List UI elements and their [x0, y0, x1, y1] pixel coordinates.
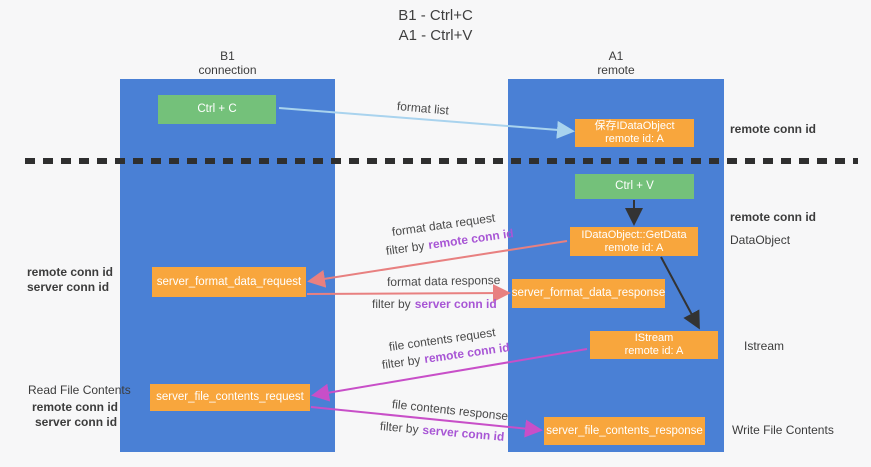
- format-data-response-label: format data response: [386, 273, 501, 289]
- istream-line1: IStream: [634, 332, 674, 344]
- filter-by-text: filter by: [381, 352, 422, 372]
- ctrl-v-box: Ctrl + V: [575, 174, 694, 199]
- lifeline-b1-header: B1 connection: [120, 49, 335, 77]
- idataobject-getdata-line2: remote id: A: [604, 241, 664, 254]
- idataobject-getdata-box: IDataObject::GetData remote id: A: [570, 227, 698, 256]
- istream-box: IStream remote id: A: [590, 331, 718, 359]
- lifeline-a1-name: A1: [608, 49, 624, 63]
- annotation-remote-conn-id-top: remote conn id: [730, 122, 817, 136]
- ctrl-c-label: Ctrl + C: [197, 103, 237, 115]
- server-conn-id-text: server conn id: [414, 297, 497, 311]
- idataobject-getdata-line1: IDataObject::GetData: [581, 228, 687, 241]
- server-file-contents-response-label: server_file_contents_response: [546, 424, 703, 437]
- server-format-data-response-box: server_format_data_response: [512, 279, 665, 308]
- lifeline-b1-name: B1: [220, 49, 235, 63]
- server-file-contents-response-box: server_file_contents_response: [544, 417, 705, 445]
- annotation-left-server-conn-id: server conn id: [27, 280, 110, 294]
- store-idataobject-box: 保存IDataObject remote id: A: [575, 119, 694, 147]
- store-idataobject-line2: remote id: A: [605, 133, 664, 145]
- server-file-contents-request-label: server_file_contents_request: [156, 391, 304, 403]
- file-contents-response-label: file contents response: [391, 397, 509, 424]
- lifeline-b1-role: connection: [198, 63, 257, 77]
- format-list-label: format list: [396, 99, 450, 118]
- server-conn-id-text: server conn id: [421, 422, 505, 444]
- ctrl-c-box: Ctrl + C: [158, 95, 276, 124]
- annotation-istream: Istream: [744, 339, 785, 353]
- annotation-read-file-contents: Read File Contents: [28, 383, 131, 397]
- diagram-title: B1 - Ctrl+C A1 - Ctrl+V: [0, 6, 871, 46]
- ctrl-v-label: Ctrl + V: [615, 180, 654, 192]
- annotation-left-bottom-server-conn-id: server conn id: [35, 415, 118, 429]
- annotation-remote-conn-id-mid: remote conn id: [730, 210, 817, 224]
- annotation-dataobject: DataObject: [730, 233, 791, 247]
- server-format-data-response-label: server_format_data_response: [511, 287, 666, 299]
- lifeline-a1-header: A1 remote: [508, 49, 724, 77]
- filter-by-text: filter by: [372, 297, 411, 311]
- server-format-data-request-label: server_format_data_request: [156, 275, 302, 288]
- filter-by-text: filter by: [379, 419, 420, 437]
- store-idataobject-line1: 保存IDataObject: [594, 120, 675, 132]
- istream-line2: remote id: A: [624, 345, 684, 357]
- annotation-write-file-contents: Write File Contents: [732, 423, 834, 437]
- filter-by-text: filter by: [385, 238, 426, 258]
- arrow-format-data-response: [306, 284, 511, 303]
- lifeline-a1-role: remote: [597, 63, 635, 77]
- annotation-left-remote-conn-id: remote conn id: [27, 265, 114, 279]
- server-format-data-request-box: server_format_data_request: [152, 267, 306, 297]
- title-line-1: B1 - Ctrl+C: [398, 7, 473, 24]
- dashed-divider-line: [25, 158, 858, 164]
- annotation-left-bottom-remote-conn-id: remote conn id: [32, 400, 119, 414]
- server-file-contents-request-box: server_file_contents_request: [150, 384, 310, 411]
- title-line-2: A1 - Ctrl+V: [398, 27, 473, 44]
